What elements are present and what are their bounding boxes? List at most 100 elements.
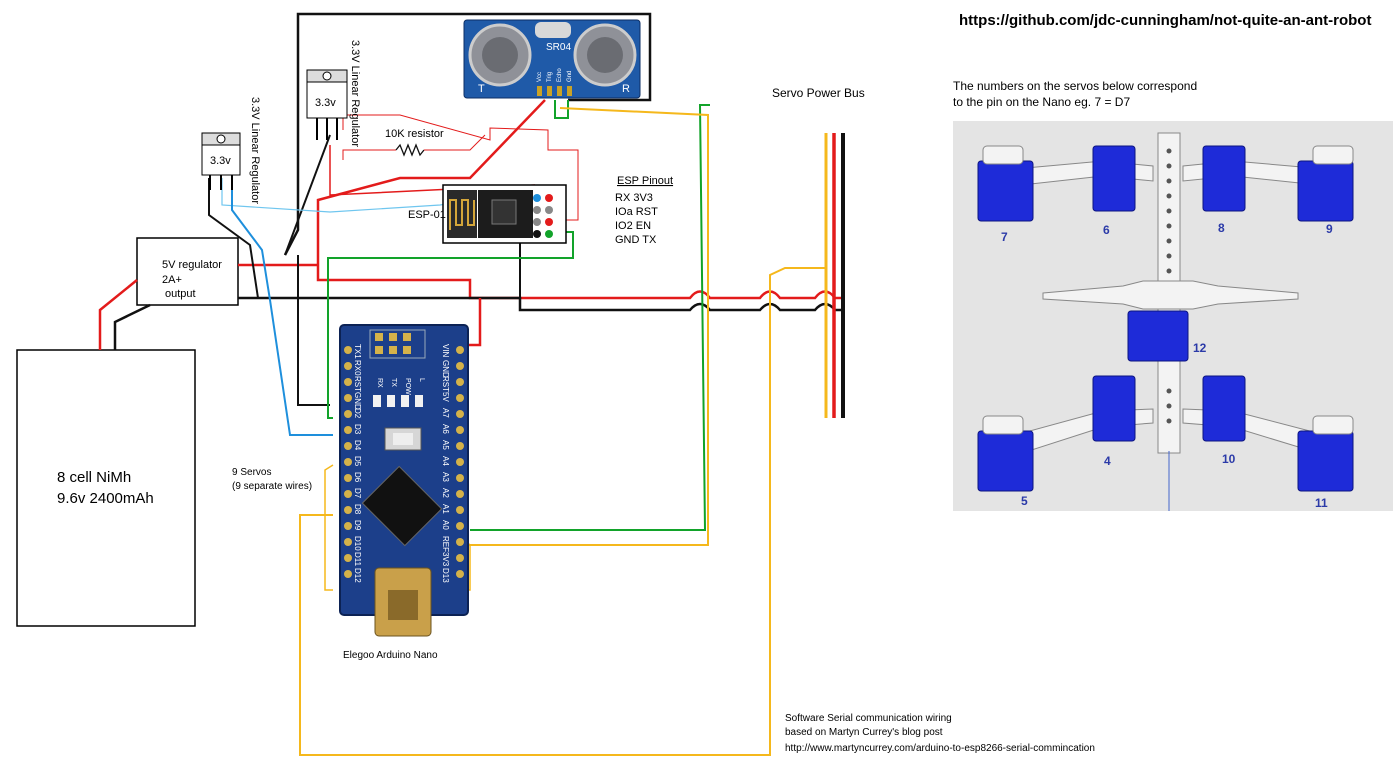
servo-4 — [1092, 375, 1136, 442]
sensor-label: SR04 — [546, 42, 571, 53]
regulator-5v-box — [136, 237, 239, 306]
regulator-small-text: 3.3v — [210, 155, 231, 167]
nano-pin-left-label: D10 — [353, 536, 362, 551]
servo-7 — [977, 160, 1034, 222]
nano-pad-right — [456, 458, 464, 466]
sensor-t: T — [478, 83, 485, 95]
nano-gnd-wire — [297, 255, 330, 406]
battery-line1: 8 cell NiMh — [57, 469, 131, 486]
nano-pin-left-label: RX0 — [353, 360, 362, 376]
servo-9 — [1297, 160, 1354, 222]
esp-pinout-row3: IO2 EN — [615, 220, 651, 232]
resistor-lead-right — [424, 134, 486, 151]
esp-pinout-row4: GND TX — [615, 234, 657, 246]
servo-note-line1: The numbers on the servos below correspo… — [953, 79, 1198, 93]
nano-pin-left-label: D12 — [353, 568, 362, 583]
nano-pad-left — [344, 394, 352, 402]
servo-bus-label: Servo Power Bus — [772, 86, 865, 100]
regulator-small-side: 3.3V Linear Regulator — [249, 97, 261, 204]
nano-pin-right-label: VIN — [441, 344, 450, 358]
nano-pad-left — [344, 570, 352, 578]
nano-pad-left — [344, 458, 352, 466]
nano-pad-right — [456, 442, 464, 450]
servo-number-6: 6 — [1103, 223, 1110, 237]
nano-pad-left — [344, 410, 352, 418]
nano-pin-left-label: D11 — [353, 552, 362, 567]
servo-number-7: 7 — [1001, 230, 1008, 244]
sensor-pin-trig: Trig — [547, 72, 553, 82]
nano-pin-left-label: D8 — [353, 504, 362, 515]
nano-pad-right — [456, 570, 464, 578]
servos-note-line1: 9 Servos — [232, 467, 271, 478]
green-d2-wire — [327, 231, 574, 419]
nano-label: Elegoo Arduino Nano — [343, 650, 438, 661]
sensor-pin-echo: Echo — [557, 68, 563, 82]
servo-number-8: 8 — [1218, 221, 1225, 235]
regulator-5v-line2: 2A+ — [162, 274, 182, 286]
nano-pin-left-label: D7 — [353, 488, 362, 499]
yellow-trig-wire — [468, 107, 709, 546]
sensor-vcc-wire — [316, 99, 546, 265]
nano-pad-right — [456, 506, 464, 514]
nano-pad-left — [344, 522, 352, 530]
nano-pin-left-label: RST — [353, 376, 362, 392]
nano-led-pow: POW — [404, 378, 411, 395]
nano-pad-left — [344, 362, 352, 370]
nano-led-tx: TX — [390, 378, 397, 387]
regulator-big: 3.3v 3.3V Linear Regulator — [306, 40, 361, 147]
battery-negative-wire — [113, 303, 151, 350]
regulator-small: 3.3v 3.3V Linear Regulator — [201, 97, 261, 204]
servo-note-line2: to the pin on the Nano eg. 7 = D7 — [953, 95, 1131, 109]
nano-pad-right — [456, 426, 464, 434]
esp-pinout-row1: RX 3V3 — [615, 192, 653, 204]
servo-5 — [977, 430, 1034, 492]
serial-note-line2: based on Martyn Currey's blog post — [785, 727, 943, 738]
esp-label: ESP-01 — [408, 209, 446, 221]
nano-pin-right-label: REF — [441, 536, 450, 552]
nano-pad-right — [456, 522, 464, 530]
resistor-lead-left — [342, 149, 396, 160]
nano-pin-right-label: GND — [441, 360, 450, 378]
nano-pad-left — [344, 474, 352, 482]
nano-pad-left — [344, 554, 352, 562]
nano-pad-right — [456, 410, 464, 418]
servo-6 — [1092, 145, 1136, 212]
servo-number-11: 11 — [1315, 496, 1328, 510]
nano-pad-right — [456, 362, 464, 370]
nano-pad-left — [344, 442, 352, 450]
nano-pad-left — [344, 506, 352, 514]
servo-number-5: 5 — [1021, 494, 1028, 508]
nano-pad-left — [344, 490, 352, 498]
battery-line2: 9.6v 2400mAh — [57, 490, 154, 507]
esp-pinout-title: ESP Pinout — [617, 175, 673, 187]
nano-pin-left-label: GND — [353, 392, 362, 410]
nano-pin-left-label: D2 — [353, 408, 362, 419]
sensor-pin-gnd: Gnd — [567, 71, 573, 82]
nano-pad-left — [344, 346, 352, 354]
nano-pin-left-label: D6 — [353, 472, 362, 483]
nano-pad-right — [456, 346, 464, 354]
nano-led-l: L — [418, 378, 425, 382]
repo-url[interactable]: https://github.com/jdc-cunningham/not-qu… — [959, 12, 1372, 29]
esp-pinout-row2: IOa RST — [615, 206, 658, 218]
nano-pad-right — [456, 378, 464, 386]
nano-pin-left-label: D3 — [353, 424, 362, 435]
servo-number-4: 4 — [1104, 454, 1111, 468]
sensor-pin-vcc: Vcc — [537, 72, 543, 82]
nano-pin-right-label: 5V — [441, 392, 450, 402]
nano-pad-left — [344, 426, 352, 434]
nano-pad-left — [344, 538, 352, 546]
red-power-rail — [316, 265, 842, 300]
nano-pin-right-label: A2 — [441, 488, 450, 498]
nano-led-rx: RX — [376, 378, 383, 388]
servo-number-12: 12 — [1193, 341, 1207, 355]
servo-12 — [1127, 310, 1189, 362]
nano-pin-right-label: D13 — [441, 568, 450, 583]
nano-pin-right-label: A3 — [441, 472, 450, 482]
nano-pin-left-label: D4 — [353, 440, 362, 451]
servo-number-9: 9 — [1326, 222, 1333, 236]
sensor-r: R — [622, 83, 630, 95]
serial-note-line1: Software Serial communication wiring — [785, 713, 952, 724]
